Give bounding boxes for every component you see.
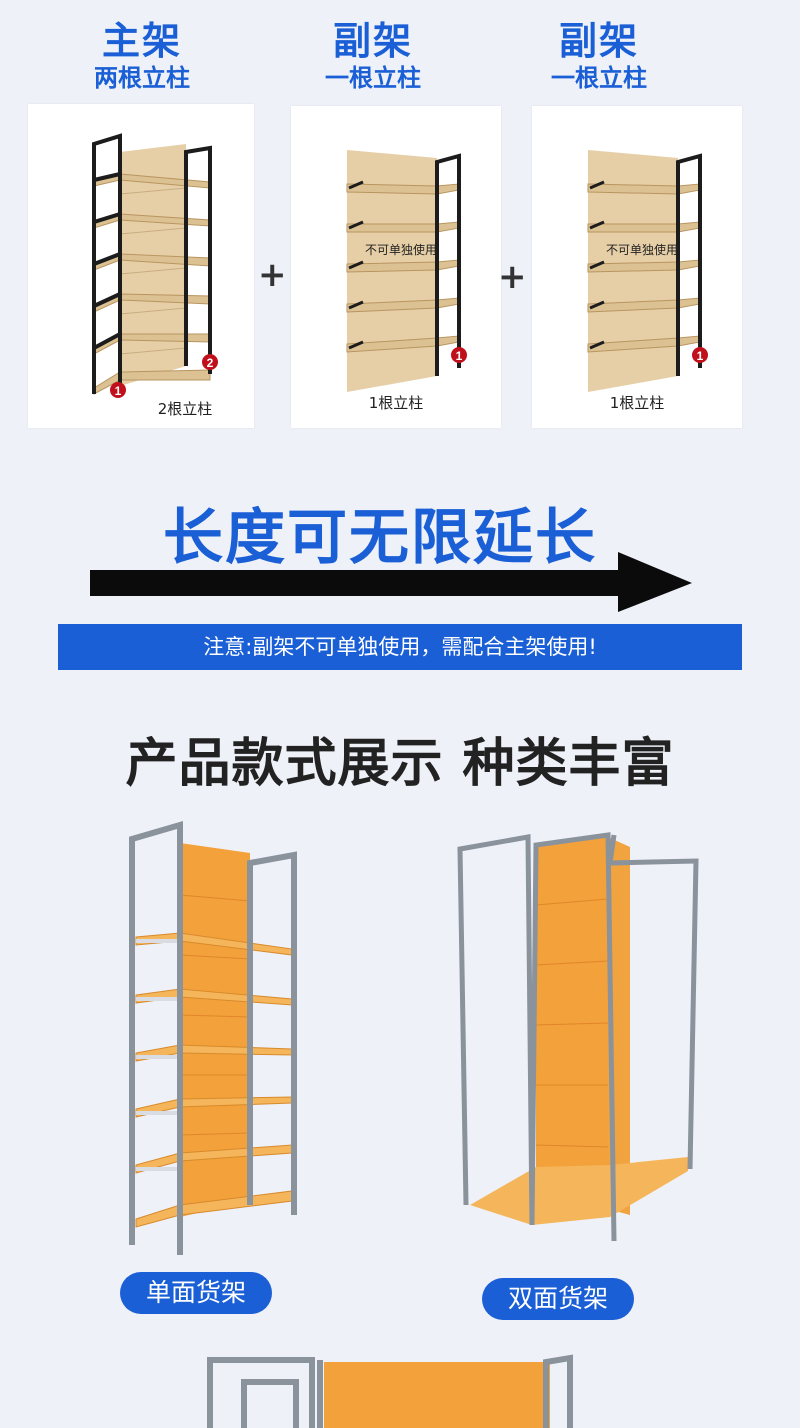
not-standalone-label-1: 不可单独使用 bbox=[365, 242, 437, 257]
single-sided-shelf-image bbox=[129, 821, 297, 1255]
extend-title: 长度可无限延长 bbox=[163, 503, 597, 573]
marker-2-label: 2 bbox=[207, 356, 214, 370]
sub-frame-title-2: 副架 bbox=[558, 19, 639, 63]
sub-frame-caption-1: 1根立柱 bbox=[368, 394, 424, 412]
notice-bar: 注意:副架不可单独使用，需配合主架使用! bbox=[58, 624, 742, 670]
sub-frame-subtitle-1: 一根立柱 bbox=[325, 64, 421, 92]
marker-1-label: 1 bbox=[697, 349, 704, 363]
main-frame-card: 1 2 2根立柱 bbox=[28, 104, 254, 428]
plus-sign-2: + bbox=[498, 257, 527, 297]
main-frame-subtitle: 两根立柱 bbox=[94, 64, 190, 92]
main-frame-caption: 2根立柱 bbox=[157, 400, 213, 418]
sub-frame-subtitle-2: 一根立柱 bbox=[551, 64, 647, 92]
arrow-right-icon bbox=[90, 552, 692, 612]
marker-1-label: 1 bbox=[115, 384, 122, 398]
main-frame-title: 主架 bbox=[101, 19, 182, 63]
single-sided-label: 单面货架 bbox=[120, 1272, 272, 1314]
double-sided-label: 双面货架 bbox=[482, 1278, 634, 1320]
sub-frame-illustration-1: 不可单独使用 1 bbox=[346, 150, 467, 392]
sub-frame-card-2: 不可单独使用 1 1根立柱 bbox=[532, 106, 742, 428]
double-sided-shelf-image bbox=[457, 832, 699, 1242]
section-title: 产品款式展示 种类丰富 bbox=[125, 734, 675, 794]
marker-1-icon bbox=[110, 382, 126, 398]
marker-2-icon bbox=[202, 354, 218, 370]
marker-1-icon bbox=[451, 347, 467, 363]
plus-sign-1: + bbox=[258, 255, 287, 295]
marker-1-label: 1 bbox=[456, 349, 463, 363]
sub-frame-caption-2: 1根立柱 bbox=[609, 394, 665, 412]
marker-1-icon bbox=[692, 347, 708, 363]
main-frame-illustration: 1 2 bbox=[92, 133, 218, 398]
sub-frame-illustration-2: 不可单独使用 1 bbox=[587, 150, 708, 392]
not-standalone-label-2: 不可单独使用 bbox=[606, 242, 678, 257]
sub-frame-card-1: 不可单独使用 1 1根立柱 bbox=[291, 106, 501, 428]
end-cap-shelf-image bbox=[207, 1354, 573, 1428]
sub-frame-title-1: 副架 bbox=[332, 19, 413, 63]
